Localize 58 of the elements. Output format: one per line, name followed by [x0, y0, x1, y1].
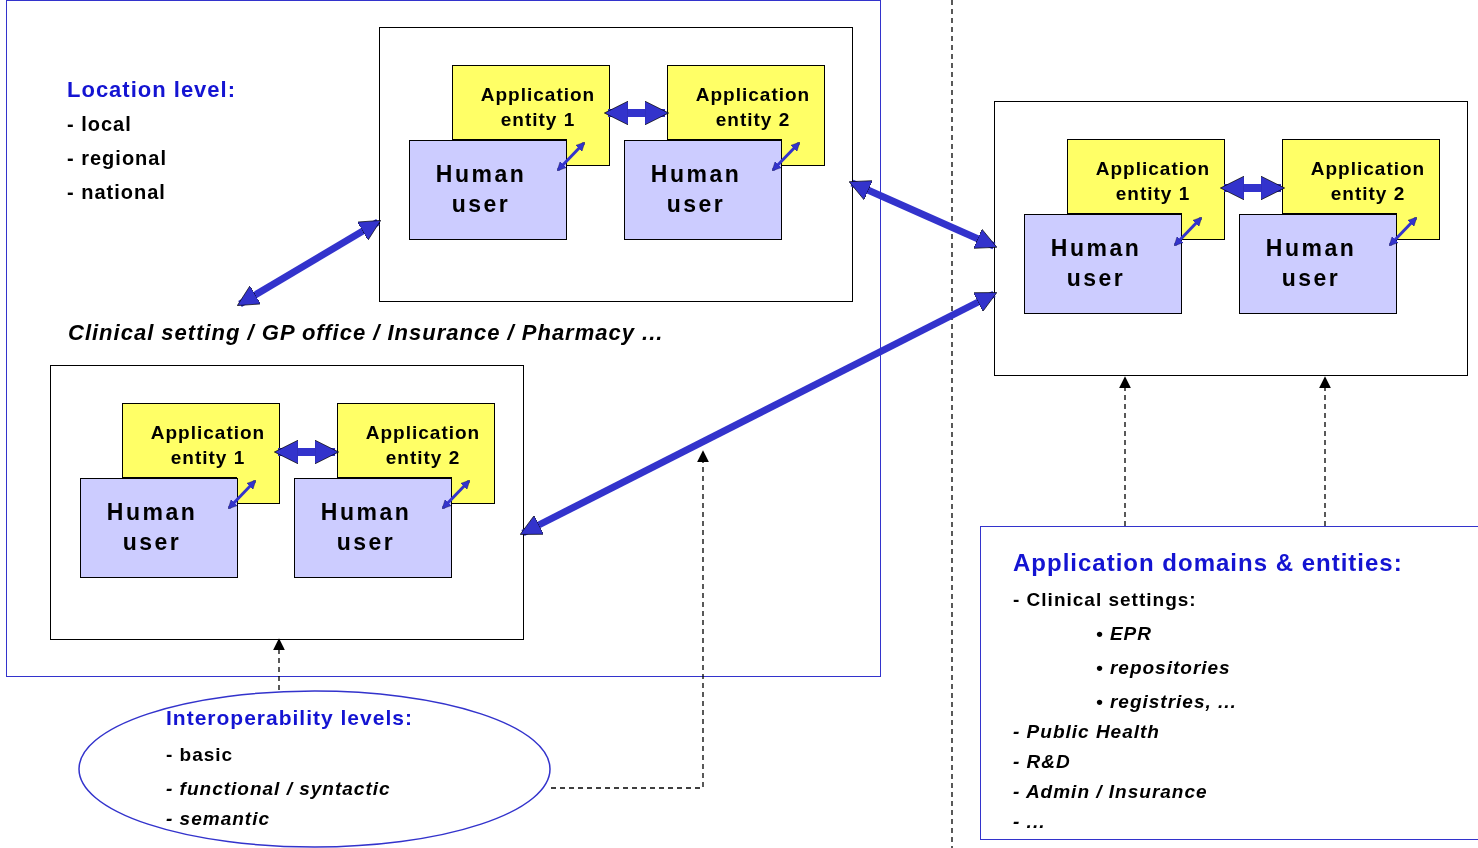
heading: Location level: — [67, 77, 237, 103]
double-arrow — [227, 479, 257, 510]
box-label: Application entity 1 — [149, 421, 267, 470]
list-item: - national — [67, 181, 166, 204]
levels-ellipse — [78, 690, 551, 848]
list-item: • EPR — [1096, 623, 1152, 645]
dashed-arrow — [550, 450, 709, 789]
list-item: - basic — [166, 744, 234, 766]
box-label: Human user — [105, 498, 199, 557]
list-item: - R&D — [1013, 751, 1071, 773]
box-label: Human user — [649, 160, 743, 219]
user-box — [80, 478, 238, 578]
system-box — [379, 27, 853, 302]
dashed-arrow — [1119, 376, 1131, 527]
box-label: Application entity 1 — [479, 83, 597, 132]
box-label: Application entity 1 — [1094, 157, 1212, 206]
double-arrow — [441, 479, 471, 510]
double-arrow — [1220, 175, 1285, 201]
double-arrow — [604, 100, 669, 126]
box-label: Application entity 2 — [364, 421, 482, 470]
box-label: Human user — [434, 160, 528, 219]
box-label: Human user — [319, 498, 413, 557]
system-box — [994, 101, 1468, 376]
user-box — [624, 140, 782, 240]
box-label: Human user — [1264, 234, 1358, 293]
list-item: - ... — [1013, 811, 1046, 833]
system-box — [50, 365, 524, 640]
user-box — [294, 478, 452, 578]
double-arrow — [1388, 216, 1418, 247]
double-arrow — [848, 179, 998, 250]
double-arrow — [771, 141, 801, 172]
user-box — [1239, 214, 1397, 314]
region-panel — [6, 0, 881, 677]
setting-caption: Clinical setting / GP office / Insurance / Pharmacy ... — [68, 320, 664, 346]
box-label: Application entity 2 — [1309, 157, 1427, 206]
double-arrow — [1173, 216, 1203, 247]
list-item: - regional — [67, 147, 167, 170]
double-arrow — [519, 290, 998, 537]
list-item: - local — [67, 113, 132, 136]
heading: Interoperability levels: — [166, 706, 413, 730]
double-arrow — [274, 439, 339, 465]
list-item: - Admin / Insurance — [1013, 781, 1208, 803]
list-item: - functional / syntactic — [166, 778, 391, 800]
list-item: • registries, ... — [1096, 691, 1237, 713]
box-label: Application entity 2 — [694, 83, 812, 132]
list-item: - semantic — [166, 808, 270, 830]
list-item: • repositories — [1096, 657, 1231, 679]
user-box — [409, 140, 567, 240]
dashed-arrow — [273, 638, 285, 691]
list-item: - Clinical settings: — [1013, 589, 1197, 611]
double-arrow — [556, 141, 586, 172]
list-item: - Public Health — [1013, 721, 1160, 743]
box-label: Human user — [1049, 234, 1143, 293]
domains-panel — [980, 526, 1478, 840]
heading: Application domains & entities: — [1013, 549, 1403, 577]
dashed-arrow — [1319, 376, 1331, 527]
double-arrow — [237, 219, 381, 307]
user-box — [1024, 214, 1182, 314]
